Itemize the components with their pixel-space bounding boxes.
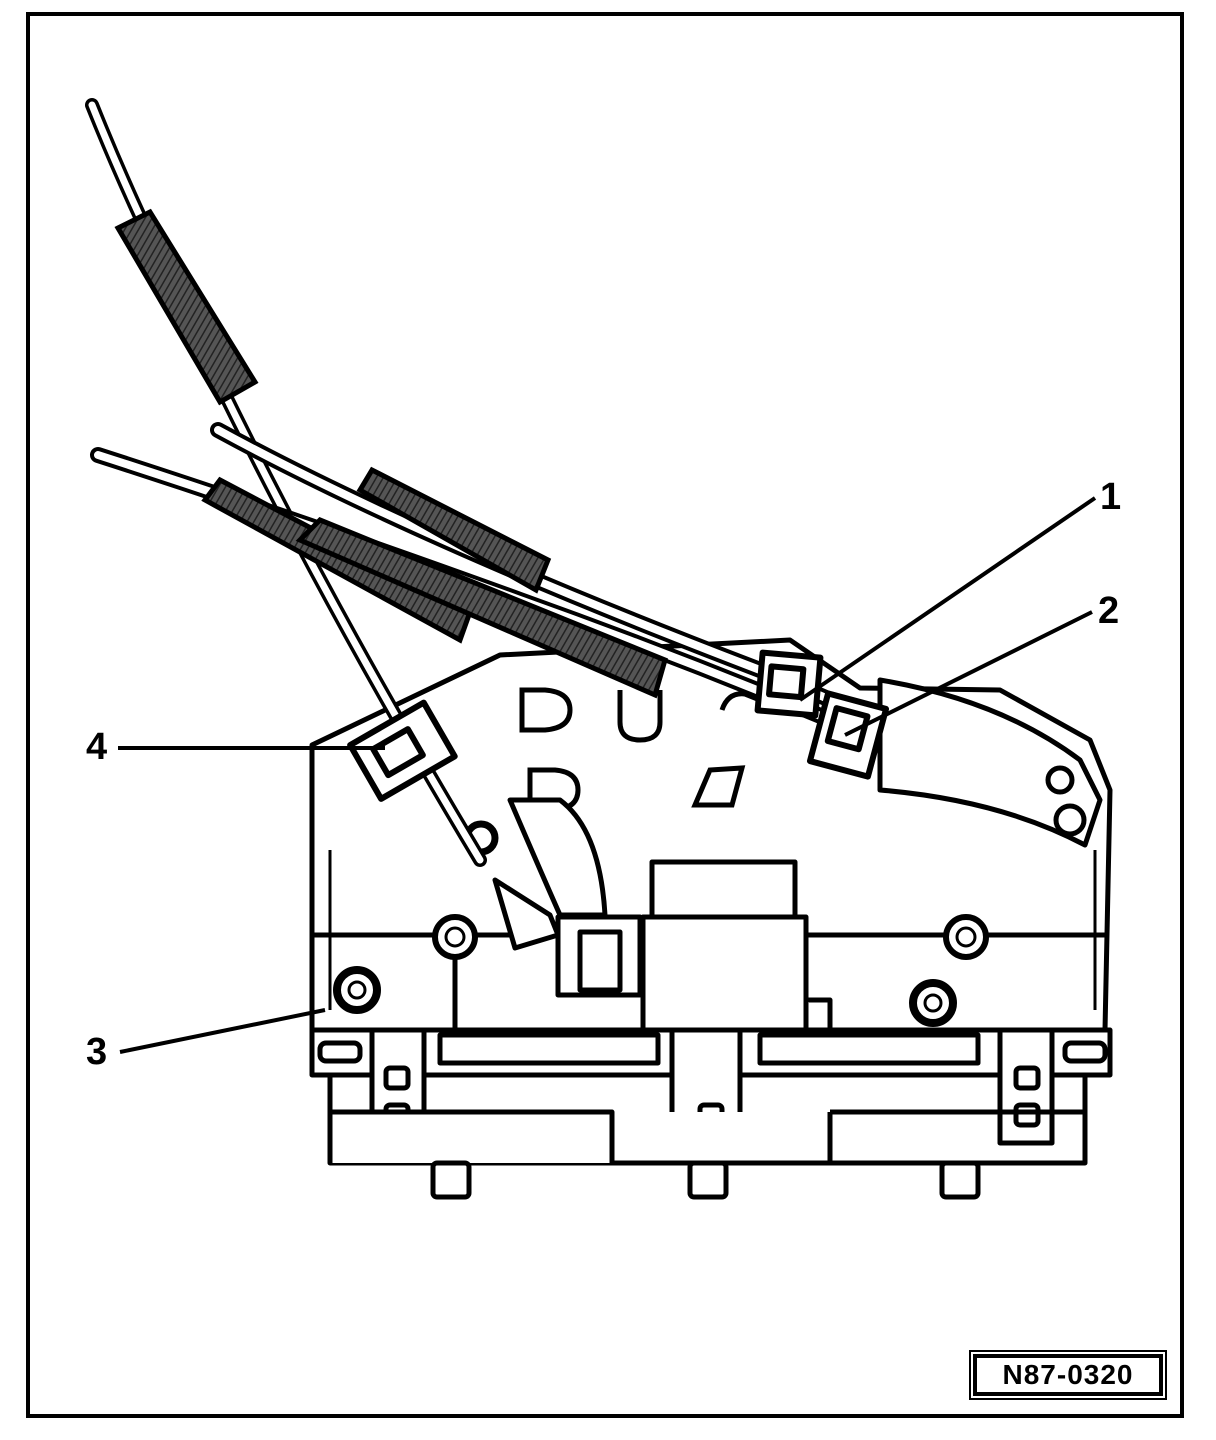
control-housing — [309, 637, 1113, 1033]
base-rail — [309, 1027, 1113, 1200]
panel-markings — [519, 687, 761, 813]
cable-clips — [347, 649, 890, 802]
callout-3: 3 — [86, 1031, 108, 1073]
cable-sleeves — [114, 208, 669, 699]
flap-lever — [877, 677, 1103, 848]
callout-2: 2 — [1098, 590, 1120, 632]
figure-frame — [26, 12, 1184, 1418]
leader-lines — [118, 496, 1097, 1054]
callout-1: 1 — [1100, 476, 1122, 518]
callout-4: 4 — [86, 726, 108, 768]
selector-sector — [492, 797, 608, 951]
mounting-holes — [333, 820, 989, 1027]
figure-reference-code: N87-0320 — [969, 1350, 1167, 1400]
